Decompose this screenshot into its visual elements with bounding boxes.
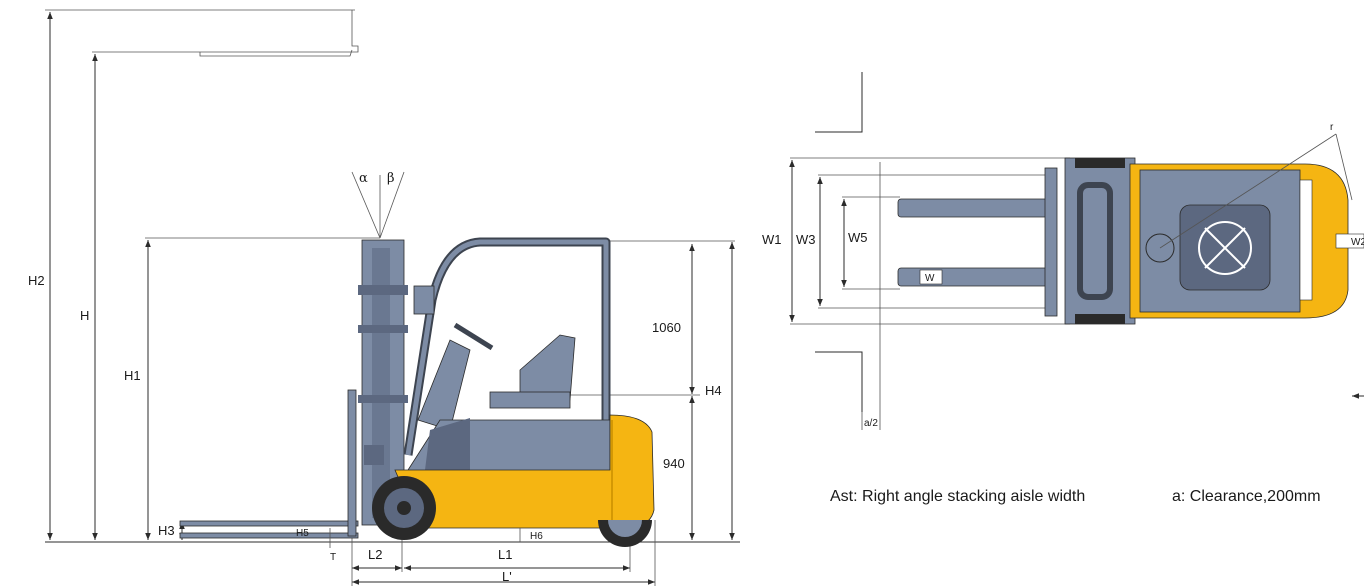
top-view: a/2 W — [762, 72, 1364, 430]
dim-940-label: 940 — [663, 456, 685, 471]
raised-fork-outline — [45, 9, 359, 57]
h-label: H — [80, 308, 89, 323]
w5-label: W5 — [848, 230, 868, 245]
w2-label: W2 — [1351, 237, 1364, 248]
front-wheel — [372, 476, 436, 540]
l2-label: L2 — [368, 547, 382, 562]
truck-body-top — [1064, 157, 1349, 325]
l1-label: L1 — [498, 547, 512, 562]
dim-1060-label: 1060 — [652, 320, 681, 335]
h1-label: H1 — [124, 368, 141, 383]
turning-radius-line — [1159, 133, 1337, 249]
operator-seat — [489, 334, 576, 409]
aisle-corner-bottom — [815, 351, 863, 412]
l-prime-label: L' — [502, 569, 512, 584]
h5-label: H5 — [296, 528, 309, 539]
h2-label: H2 — [28, 273, 45, 288]
steering-column — [413, 285, 494, 431]
angle-beta-label: β — [387, 171, 395, 186]
w-label: W — [925, 273, 935, 284]
fork-carriage — [1044, 167, 1058, 317]
t-label: T — [330, 552, 336, 563]
h3-label: H3 — [158, 523, 175, 538]
tilt-angle-lines — [351, 171, 405, 239]
h4-label: H4 — [705, 383, 722, 398]
aisle-corner-top — [815, 72, 863, 133]
a2-label: a/2 — [864, 418, 878, 429]
r-label: r — [1330, 122, 1334, 133]
forks-top: W — [897, 198, 1054, 287]
angle-alpha-label: α — [359, 171, 368, 186]
rear-wheel — [598, 520, 652, 547]
side-view: α β H2 H H1 H3 H5 H6 T L2 L1 L' 1060 940… — [28, 9, 740, 586]
legend-ast: Ast: Right angle stacking aisle width — [830, 488, 1086, 505]
h6-label: H6 — [530, 531, 543, 542]
w1-label: W1 — [762, 232, 782, 247]
w3-label: W3 — [796, 232, 816, 247]
w2-tag — [1335, 233, 1364, 249]
forks — [179, 389, 359, 539]
legend-clearance: a: Clearance,200mm — [1172, 488, 1321, 505]
